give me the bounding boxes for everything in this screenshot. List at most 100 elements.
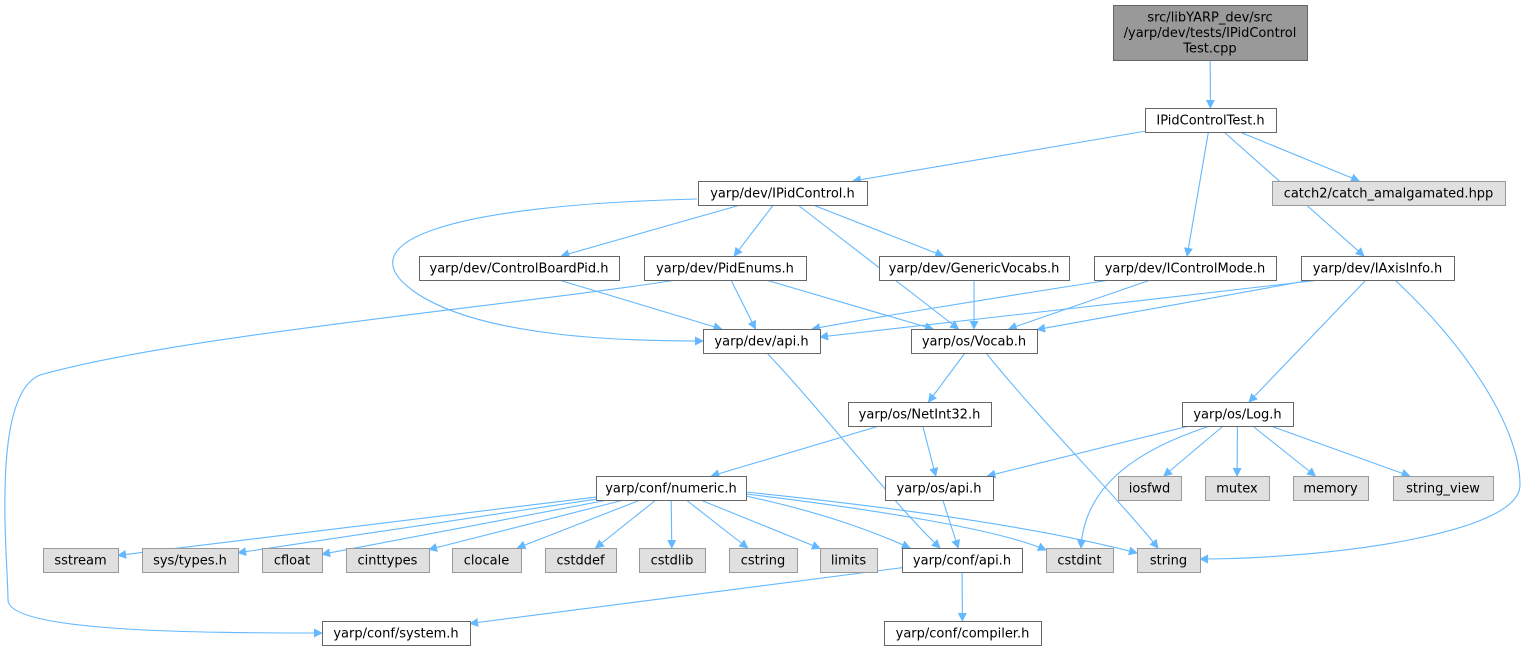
node-label: iosfwd	[1129, 482, 1171, 497]
edge-iaxisinfo-to-vocab	[1036, 279, 1312, 333]
node-label: cstddef	[556, 554, 605, 569]
edges-layer	[4, 59, 1521, 638]
node-box	[1393, 476, 1494, 501]
node-pidenums[interactable]: yarp/dev/PidEnums.h	[644, 256, 807, 281]
edge-controlboardpid-to-devapi	[558, 279, 723, 331]
node-label: catch2/catch_amalgamated.hpp	[1284, 187, 1494, 202]
node-box	[1272, 181, 1506, 206]
node-controlboardpid[interactable]: yarp/dev/ControlBoardPid.h	[419, 256, 620, 281]
node-genericvocabs[interactable]: yarp/dev/GenericVocabs.h	[879, 256, 1070, 281]
node-memory: memory	[1293, 476, 1369, 501]
node-box	[1301, 256, 1455, 281]
edge-iaxisinfo-to-log	[1248, 279, 1367, 403]
node-label: sys/types.h	[153, 554, 227, 569]
node-label: src/libYARP_dev/src	[1147, 11, 1272, 26]
node-netint32[interactable]: yarp/os/NetInt32.h	[848, 402, 992, 427]
edge-numeric-to-cstdlib	[667, 499, 677, 549]
edge-log-to-memory	[1252, 425, 1317, 477]
edge-numeric-to-cstring	[685, 499, 749, 549]
node-icontrolmode[interactable]: yarp/dev/IControlMode.h	[1094, 256, 1277, 281]
node-system[interactable]: yarp/conf/system.h	[322, 621, 471, 646]
node-box	[698, 181, 868, 206]
edge-pidenums-to-system	[4, 279, 677, 638]
node-box	[1145, 108, 1277, 133]
node-vocab[interactable]: yarp/os/Vocab.h	[911, 329, 1038, 354]
edge-iaxisinfo-to-string	[1199, 279, 1521, 564]
node-iaxisinfo[interactable]: yarp/dev/IAxisInfo.h	[1301, 256, 1455, 281]
node-box	[884, 621, 1042, 646]
node-label: sstream	[54, 554, 106, 569]
node-catch2: catch2/catch_amalgamated.hpp	[1272, 181, 1506, 206]
node-ipidcontrol[interactable]: yarp/dev/IPidControl.h	[698, 181, 868, 206]
node-devapi[interactable]: yarp/dev/api.h	[703, 329, 821, 354]
node-label: memory	[1303, 482, 1358, 497]
node-label: yarp/dev/PidEnums.h	[656, 262, 794, 277]
node-string_view: string_view	[1393, 476, 1494, 501]
node-label: yarp/conf/compiler.h	[896, 627, 1030, 642]
node-label: yarp/os/Vocab.h	[922, 335, 1026, 350]
edge-netint32-to-osapi	[922, 425, 939, 477]
node-box	[142, 548, 239, 573]
node-box	[885, 476, 994, 501]
edge-ipidcontroltest-to-icontrolmode	[1184, 131, 1209, 257]
node-box	[902, 548, 1023, 573]
node-box	[1293, 476, 1369, 501]
node-box	[1182, 402, 1294, 427]
node-label: string	[1150, 554, 1187, 569]
node-numeric[interactable]: yarp/conf/numeric.h	[596, 476, 747, 501]
edge-ipidcontrol-to-genericvocabs	[812, 204, 945, 258]
node-cstring: cstring	[729, 548, 798, 573]
node-osapi[interactable]: yarp/os/api.h	[885, 476, 994, 501]
node-root[interactable]: src/libYARP_dev/src/yarp/dev/tests/IPidC…	[1113, 5, 1308, 61]
node-label: yarp/conf/numeric.h	[605, 482, 737, 497]
edge-vocab-to-netint32	[927, 352, 966, 403]
node-label: cfloat	[274, 554, 310, 569]
node-string: string	[1137, 548, 1201, 573]
node-box	[879, 256, 1070, 281]
edge-log-to-cstdint	[1076, 425, 1211, 549]
node-cstdlib: cstdlib	[639, 548, 706, 573]
node-label: yarp/os/NetInt32.h	[859, 408, 981, 423]
edge-numeric-to-string	[745, 491, 1138, 556]
edge-numeric-to-clocale	[516, 499, 641, 550]
node-label: IPidControlTest.h	[1156, 114, 1264, 129]
node-box	[419, 256, 620, 281]
node-confapi[interactable]: yarp/conf/api.h	[902, 548, 1023, 573]
node-limits: limits	[820, 548, 878, 573]
node-box	[848, 402, 992, 427]
node-cinttypes: cinttypes	[346, 548, 430, 573]
node-label: yarp/os/Log.h	[1193, 408, 1281, 423]
edge-vocab-to-string	[985, 352, 1159, 549]
edge-pidenums-to-vocab	[765, 279, 934, 332]
node-label: cstring	[741, 554, 785, 569]
edge-numeric-to-cfloat	[321, 499, 608, 558]
nodes-layer: src/libYARP_dev/src/yarp/dev/tests/IPidC…	[43, 5, 1506, 646]
node-box	[644, 256, 807, 281]
node-mutex: mutex	[1205, 476, 1270, 501]
node-box	[639, 548, 706, 573]
node-label: mutex	[1216, 482, 1258, 497]
node-iosfwd: iosfwd	[1118, 476, 1182, 501]
node-label: /yarp/dev/tests/IPidControl	[1124, 26, 1297, 41]
node-box	[1118, 476, 1182, 501]
edge-log-to-osapi	[986, 425, 1190, 479]
edge-confapi-to-system	[469, 567, 903, 627]
node-cstddef: cstddef	[545, 548, 617, 573]
edge-ipidcontrol-to-devapi	[392, 198, 704, 346]
node-log[interactable]: yarp/os/Log.h	[1182, 402, 1294, 427]
node-box	[322, 621, 471, 646]
node-box	[1113, 5, 1308, 61]
node-box	[43, 548, 119, 573]
node-box	[452, 548, 522, 573]
node-label: yarp/dev/api.h	[714, 335, 808, 350]
edge-ipidcontroltest-to-ipidcontrol	[852, 130, 1146, 185]
node-compiler[interactable]: yarp/conf/compiler.h	[884, 621, 1042, 646]
node-ipidcontroltest[interactable]: IPidControlTest.h	[1145, 108, 1277, 133]
edge-iaxisinfo-to-devapi	[819, 279, 1321, 341]
node-box	[820, 548, 878, 573]
node-box	[729, 548, 798, 573]
edge-numeric-to-cinttypes	[428, 499, 624, 552]
edge-ipidcontrol-to-controlboardpid	[560, 204, 741, 259]
edge-log-to-iosfwd	[1163, 425, 1224, 477]
node-box	[1137, 548, 1201, 573]
